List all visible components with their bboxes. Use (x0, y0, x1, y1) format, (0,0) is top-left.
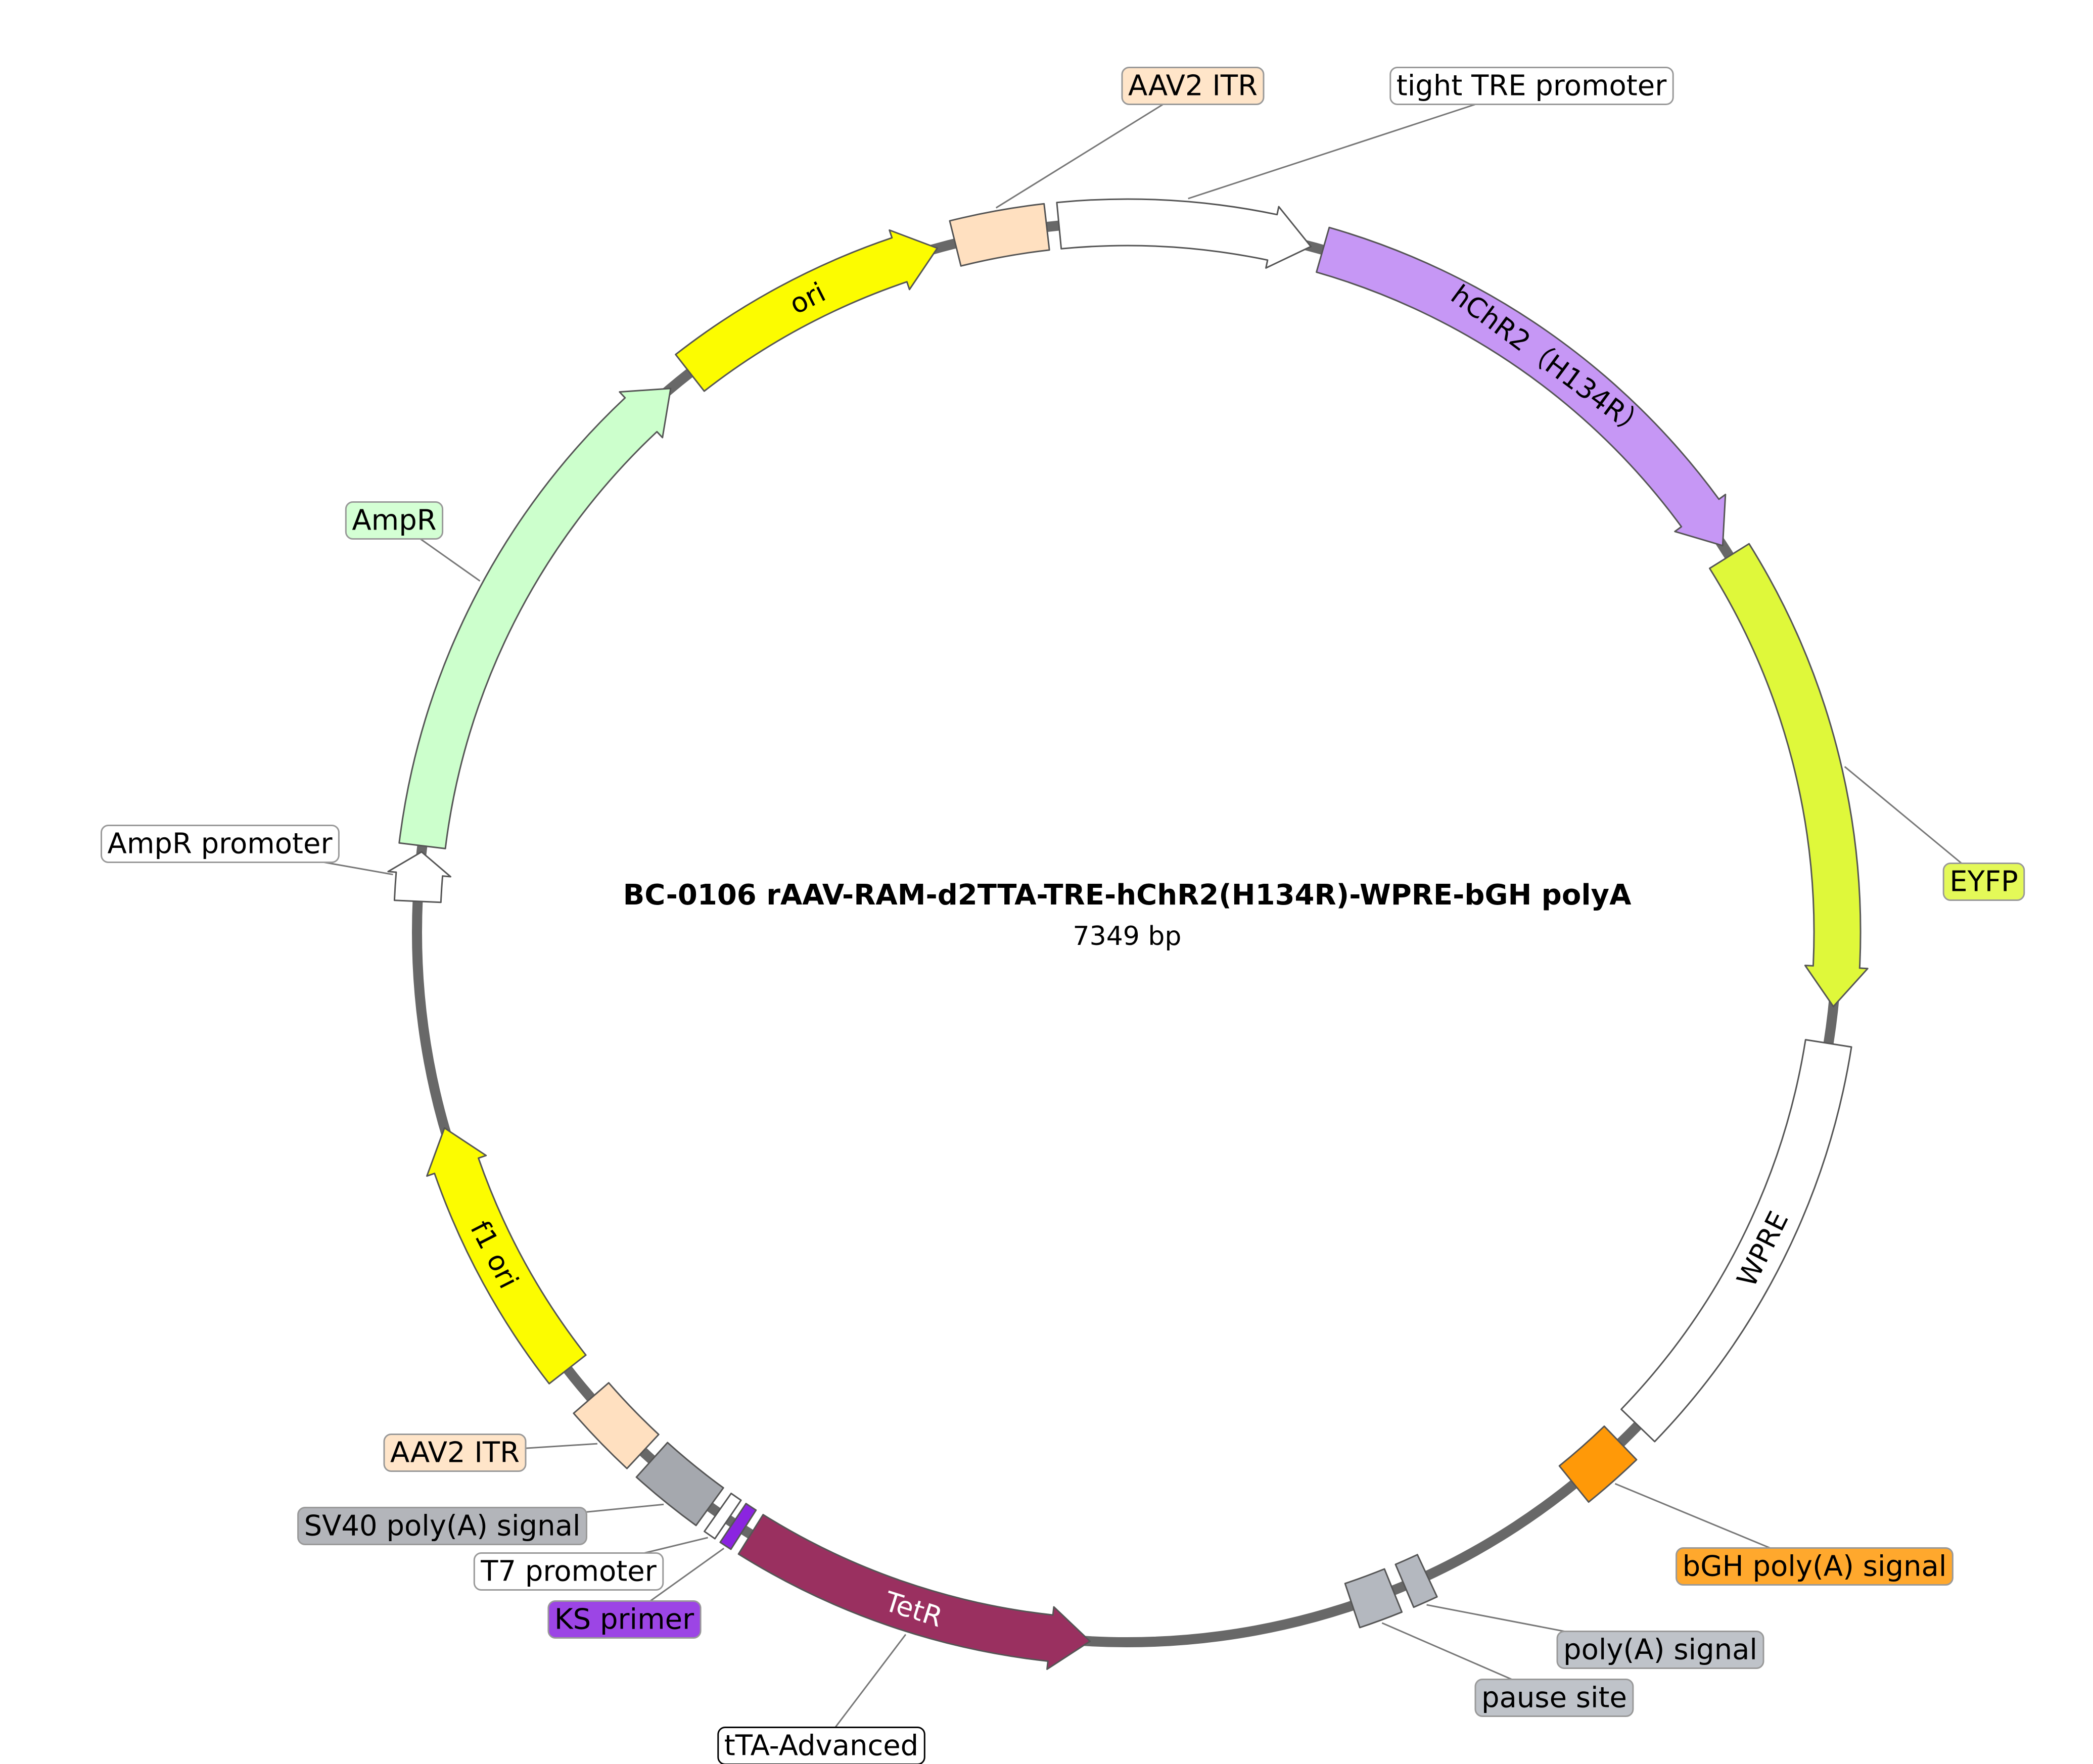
feature-sv40-polya-signal[interactable] (635, 1442, 724, 1527)
label-box-bgh-polya-signal (1676, 1547, 1954, 1586)
feature-aav2-itr-bottom[interactable] (573, 1382, 660, 1469)
label-box-tight-tre-promoter (1389, 67, 1674, 105)
leader-line-bgh-polya-signal (1614, 1483, 1771, 1549)
feature-wpre[interactable] (1620, 1039, 1852, 1443)
label-box-polya-signal (1556, 1631, 1764, 1669)
leader-line-pause-site (1381, 1622, 1512, 1680)
feature-ori[interactable] (675, 229, 938, 392)
plasmid-length: 7349 bp (1073, 921, 1182, 951)
feature-ampr[interactable] (398, 388, 672, 849)
leader-line-eyfp (1844, 766, 1962, 864)
leader-line-ks-primer (649, 1547, 725, 1602)
label-box-aav2-itr-bottom (383, 1434, 527, 1472)
label-box-t7-promoter (473, 1552, 664, 1591)
leader-layer (323, 104, 1962, 1728)
feature-label-aav2-itr-bottom: AAV2 ITR (390, 1437, 520, 1469)
leader-line-aav2-itr-bottom (525, 1443, 597, 1449)
feature-aav2-itr-top[interactable] (949, 203, 1050, 267)
feature-inner-label-hchr2: hChR2（H134R） (1445, 278, 1654, 445)
leader-line-ampr (420, 538, 481, 582)
feature-label-polya-signal: poly(A) signal (1563, 1634, 1757, 1666)
feature-ampr-promoter[interactable] (387, 851, 451, 903)
label-box-ampr-promoter (101, 825, 340, 863)
label-box-ampr (345, 501, 444, 540)
label-box-ks-primer (547, 1600, 702, 1639)
feature-label-tta-advanced: tTA-Advanced (724, 1730, 918, 1762)
feature-bgh-polya-signal[interactable] (1558, 1425, 1638, 1503)
feature-label-ampr-promoter: AmpR promoter (108, 828, 333, 861)
feature-hchr2[interactable] (1316, 226, 1727, 547)
leader-line-sv40-polya-signal (586, 1503, 664, 1513)
leader-line-t7-promoter (644, 1537, 708, 1554)
plasmid-title: BC-0106 rAAV-RAM-d2TTA-TRE-hChR2(H134R)-… (623, 879, 1632, 912)
feature-polya-signal[interactable] (1394, 1554, 1438, 1608)
feature-t7-promoter[interactable] (704, 1493, 742, 1540)
label-box-eyfp (1942, 863, 2025, 901)
label-box-pause-site (1474, 1679, 1634, 1717)
feature-label-ampr: AmpR (352, 504, 436, 537)
feature-tetr[interactable] (737, 1514, 1091, 1670)
feature-label-t7-promoter: T7 promoter (480, 1555, 657, 1588)
leader-line-tta-advanced (834, 1634, 907, 1728)
label-box-aav2-itr-top (1121, 67, 1265, 105)
leader-line-polya-signal (1426, 1604, 1565, 1632)
label-box-tta-advanced (717, 1727, 925, 1764)
feature-label-bgh-polya-signal: bGH poly(A) signal (1683, 1550, 1947, 1583)
leader-line-ampr-promoter (323, 862, 393, 876)
label-box-sv40-polya-signal (297, 1507, 587, 1545)
leader-line-aav2-itr-top (995, 104, 1164, 209)
feature-label-ks-primer: KS primer (554, 1603, 694, 1636)
feature-f1-ori[interactable] (426, 1127, 587, 1385)
feature-label-pause-site: pause site (1481, 1682, 1627, 1714)
leader-line-tight-tre-promoter (1188, 104, 1476, 200)
feature-label-eyfp: EYFP (1949, 866, 2018, 898)
feature-tight-tre-promoter[interactable] (1056, 198, 1312, 269)
feature-label-sv40-polya-signal: SV40 poly(A) signal (304, 1510, 581, 1543)
feature-pause-site[interactable] (1344, 1568, 1403, 1629)
feature-label-tight-tre-promoter: tight TRE promoter (1397, 70, 1667, 103)
feature-eyfp[interactable] (1709, 543, 1869, 1008)
feature-ks-primer[interactable] (719, 1503, 757, 1550)
feature-label-aav2-itr-top: AAV2 ITR (1128, 70, 1258, 103)
